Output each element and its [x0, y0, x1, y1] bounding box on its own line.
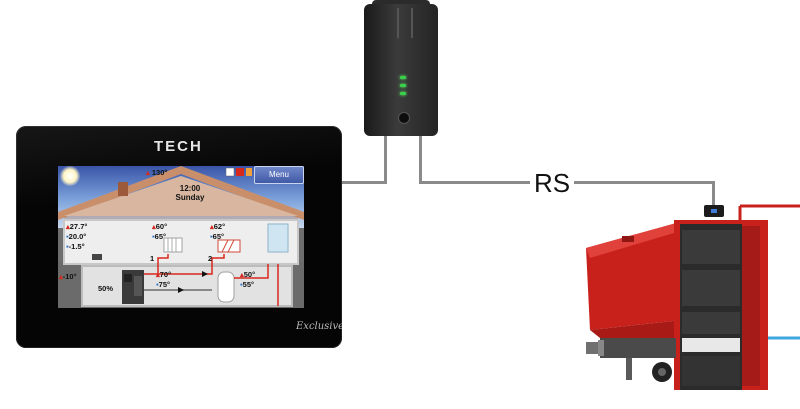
setpoint-icon: ▪: [66, 232, 69, 241]
wire-module-right-vertical: [419, 136, 422, 184]
radiator-temperature: ▴60°: [152, 222, 168, 231]
thermometer-icon: ▴: [156, 270, 160, 279]
controller-panel: TECH Exclusive: [16, 126, 342, 348]
wire-module-left-vertical: [384, 136, 387, 184]
thermometer-icon: ▴: [210, 222, 214, 231]
thermometer-icon: ▴: [240, 270, 244, 279]
boiler-setpoint: ▪75°: [156, 280, 171, 289]
brand-logo: TECH: [154, 138, 203, 155]
fuel-level: 50%: [98, 284, 114, 293]
setpoint-icon: ▪: [152, 232, 155, 241]
pump-1-label: 1: [150, 254, 155, 263]
thermometer-icon: ▴: [146, 168, 150, 177]
setpoint-icon: ▪: [240, 280, 243, 289]
rs-connection-label: RS: [530, 168, 575, 199]
thermometer-icon: ▴: [152, 222, 156, 231]
setpoint-icon: ▪: [156, 280, 159, 289]
sun-icon: [60, 166, 80, 186]
room-setpoint: ▪20.0°: [66, 232, 87, 241]
house-illustration: [58, 166, 304, 308]
module-led-2: [400, 84, 406, 87]
pump-2-label: 2: [208, 254, 213, 263]
wire-boiler-drop: [712, 181, 715, 207]
room-temperature: ▴27.7°: [66, 222, 88, 231]
thermometer-icon: ▴: [66, 222, 70, 231]
floor-setpoint: ▪65°: [210, 232, 225, 241]
roof-temperature: ▴ 130°: [146, 168, 168, 177]
module-led-3: [400, 92, 406, 95]
setpoint-icon: ▪: [210, 232, 213, 241]
radiator-setpoint: ▪65°: [152, 232, 167, 241]
room-small-value: ▪-1.5°: [66, 242, 85, 251]
rs-connector-icon: [704, 205, 724, 217]
pellet-boiler-illustration: [586, 204, 800, 390]
clock-day: Sunday: [175, 193, 205, 202]
outdoor-temperature: ▴-10°: [59, 272, 77, 281]
module-led-1: [400, 76, 406, 79]
wire-panel-to-module-horizontal: [342, 181, 386, 184]
boiler-temperature: ▴70°: [156, 270, 172, 279]
dhw-temperature: ▴50°: [240, 270, 256, 279]
module-port-icon: [398, 112, 410, 124]
clock-time: 12:00: [179, 184, 201, 193]
setpoint-icon: ▪: [66, 242, 69, 251]
menu-button[interactable]: Menu: [254, 166, 304, 184]
touch-screen[interactable]: Menu ▴ 130° 12:00 Sunday ▴27.7° ▪20.0° ▪…: [58, 166, 304, 308]
edition-label: Exclusive: [296, 321, 342, 332]
dhw-setpoint: ▪55°: [240, 280, 255, 289]
floor-temperature: ▴62°: [210, 222, 226, 231]
thermometer-icon: ▴: [59, 272, 63, 281]
module-ridge: [397, 8, 413, 38]
